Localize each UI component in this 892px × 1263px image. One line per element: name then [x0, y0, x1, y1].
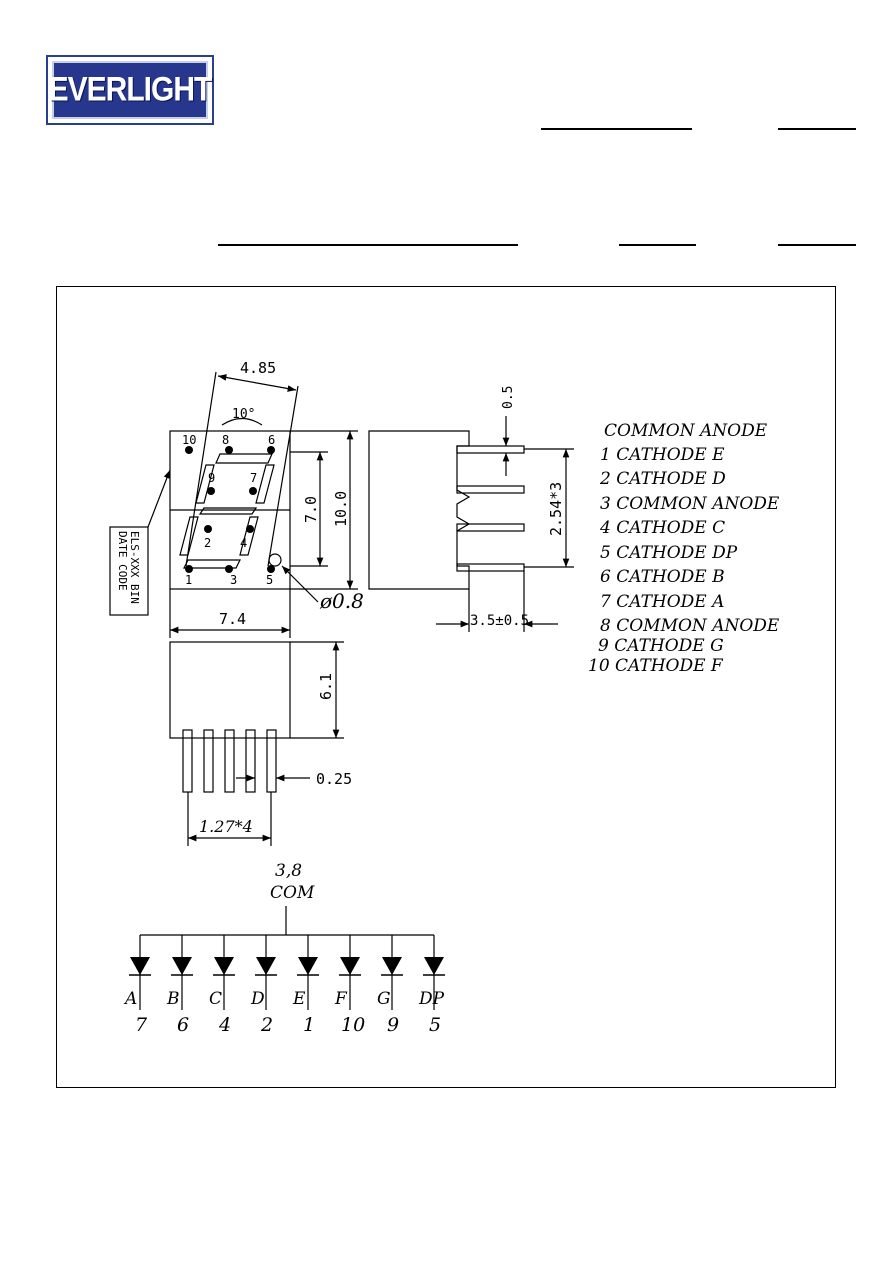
- slant-line-left: [185, 371, 217, 567]
- pin-number: 1: [185, 573, 192, 587]
- pin-list-item: 10 CATHODE F: [588, 656, 724, 676]
- pin-number: 9: [208, 471, 215, 485]
- pin-list-item: 5 CATHODE DP: [600, 543, 738, 563]
- pin-list-title: COMMON ANODE: [604, 421, 768, 441]
- diode-g: G9: [377, 935, 403, 1036]
- pin-list-item: 1 CATHODE E: [600, 445, 725, 465]
- dim-text-outer-height: 10.0: [332, 491, 350, 527]
- pin-number: 7: [250, 471, 257, 485]
- pin-number: 8: [222, 433, 229, 447]
- pin-number: 6: [268, 433, 275, 447]
- angle-arc: [221, 417, 263, 426]
- pin-list-item: 8 COMMON ANODE: [600, 616, 780, 636]
- pin-number: 4: [240, 536, 247, 550]
- dim-text-depth: 6.1: [317, 673, 335, 700]
- diode-b: B6: [166, 935, 193, 1036]
- label-box-line1: ELS-XXX BIN: [128, 531, 141, 604]
- pin-list-item: 7 CATHODE A: [600, 592, 724, 612]
- label-box-line2: DATE CODE: [116, 531, 129, 591]
- pin-list-item: 4 CATHODE C: [599, 518, 725, 538]
- dim-text-angle: 10°: [232, 407, 255, 422]
- com-pin-numbers: 3,8: [275, 861, 302, 881]
- label-leader-line: [147, 469, 171, 528]
- header-field-line: [218, 244, 518, 246]
- side-view-body: [368, 430, 471, 590]
- segment-letter: A: [123, 989, 137, 1009]
- segment-pin-number: 9: [387, 1014, 399, 1036]
- diode-c: C4: [209, 935, 235, 1036]
- segment-pin-number: 7: [135, 1014, 148, 1036]
- slant-line-right: [267, 385, 299, 567]
- segment-letter: E: [292, 989, 306, 1009]
- pin-list-item: 9 CATHODE G: [598, 636, 724, 656]
- segment-pin-number: 6: [177, 1014, 189, 1036]
- header-field-line: [778, 244, 856, 246]
- pin-number: 5: [266, 573, 273, 587]
- segment-pin-number: 5: [429, 1014, 441, 1036]
- pin-number: 10: [182, 433, 196, 447]
- dim-text-side-pitch: 2.54*3: [547, 482, 565, 536]
- hole-leader-line: [281, 565, 319, 603]
- dim-text-side-leg: 3.5±0.5: [470, 613, 529, 629]
- pin-list-item: 3 COMMON ANODE: [600, 494, 780, 514]
- dim-text-width-bottom: 7.4: [219, 610, 246, 628]
- dp-hole-circle: [268, 553, 282, 567]
- segment-pin-number: 1: [303, 1014, 315, 1036]
- segment-letter: C: [209, 989, 222, 1009]
- dim-text-pin-pitch: 1.27*4: [199, 817, 253, 836]
- pin-list-item: 2 CATHODE D: [599, 469, 726, 489]
- dim-text-pin-width: 0.25: [316, 770, 352, 788]
- segment-letter: F: [334, 989, 348, 1009]
- bottom-view-body: [169, 641, 291, 739]
- segment-letter: G: [377, 989, 391, 1009]
- pin-number: 2: [204, 536, 211, 550]
- pin-list: COMMON ANODE 1 CATHODE E 2 CATHODE D 3 C…: [588, 421, 780, 676]
- front-pin-dots: [185, 446, 275, 573]
- header-field-line: [778, 128, 856, 130]
- dim-text-hole: ø0.8: [319, 589, 364, 613]
- dim-text-width-top: 4.85: [240, 359, 276, 377]
- seven-segment-outline: [179, 453, 275, 569]
- diode-e: E1: [292, 935, 319, 1036]
- pin-list-item: 6 CATHODE B: [600, 567, 725, 587]
- dim-text-side-top: 0.5: [501, 386, 516, 409]
- diode-f: F 10: [334, 935, 365, 1036]
- segment-pin-number: 2: [260, 1014, 273, 1036]
- pin-number: 3: [230, 573, 237, 587]
- logo-text: EVERLIGHT: [48, 70, 213, 109]
- header-field-line: [619, 244, 696, 246]
- segment-pin-number: 4: [218, 1014, 231, 1036]
- bottom-pins: [182, 729, 277, 793]
- dim-line-width-top: [217, 374, 297, 392]
- com-label: COM: [270, 883, 315, 903]
- header-field-line: [541, 128, 692, 130]
- segment-pin-number: 10: [341, 1014, 365, 1036]
- dim-text-inner-height: 7.0: [302, 496, 320, 523]
- segment-letter: DP: [418, 989, 445, 1009]
- segment-letter: B: [166, 989, 180, 1009]
- date-code-label-box: [109, 526, 149, 616]
- logo-panel: EVERLIGHT: [49, 61, 212, 119]
- diode-d: D2: [250, 935, 277, 1036]
- diode-dp: DP 5: [418, 935, 445, 1036]
- diode-a: A7: [123, 935, 151, 1036]
- brand-logo: EVERLIGHT: [46, 55, 214, 125]
- drawing-frame: [56, 286, 836, 1088]
- side-pins: [456, 445, 525, 572]
- segment-letter: D: [250, 989, 265, 1009]
